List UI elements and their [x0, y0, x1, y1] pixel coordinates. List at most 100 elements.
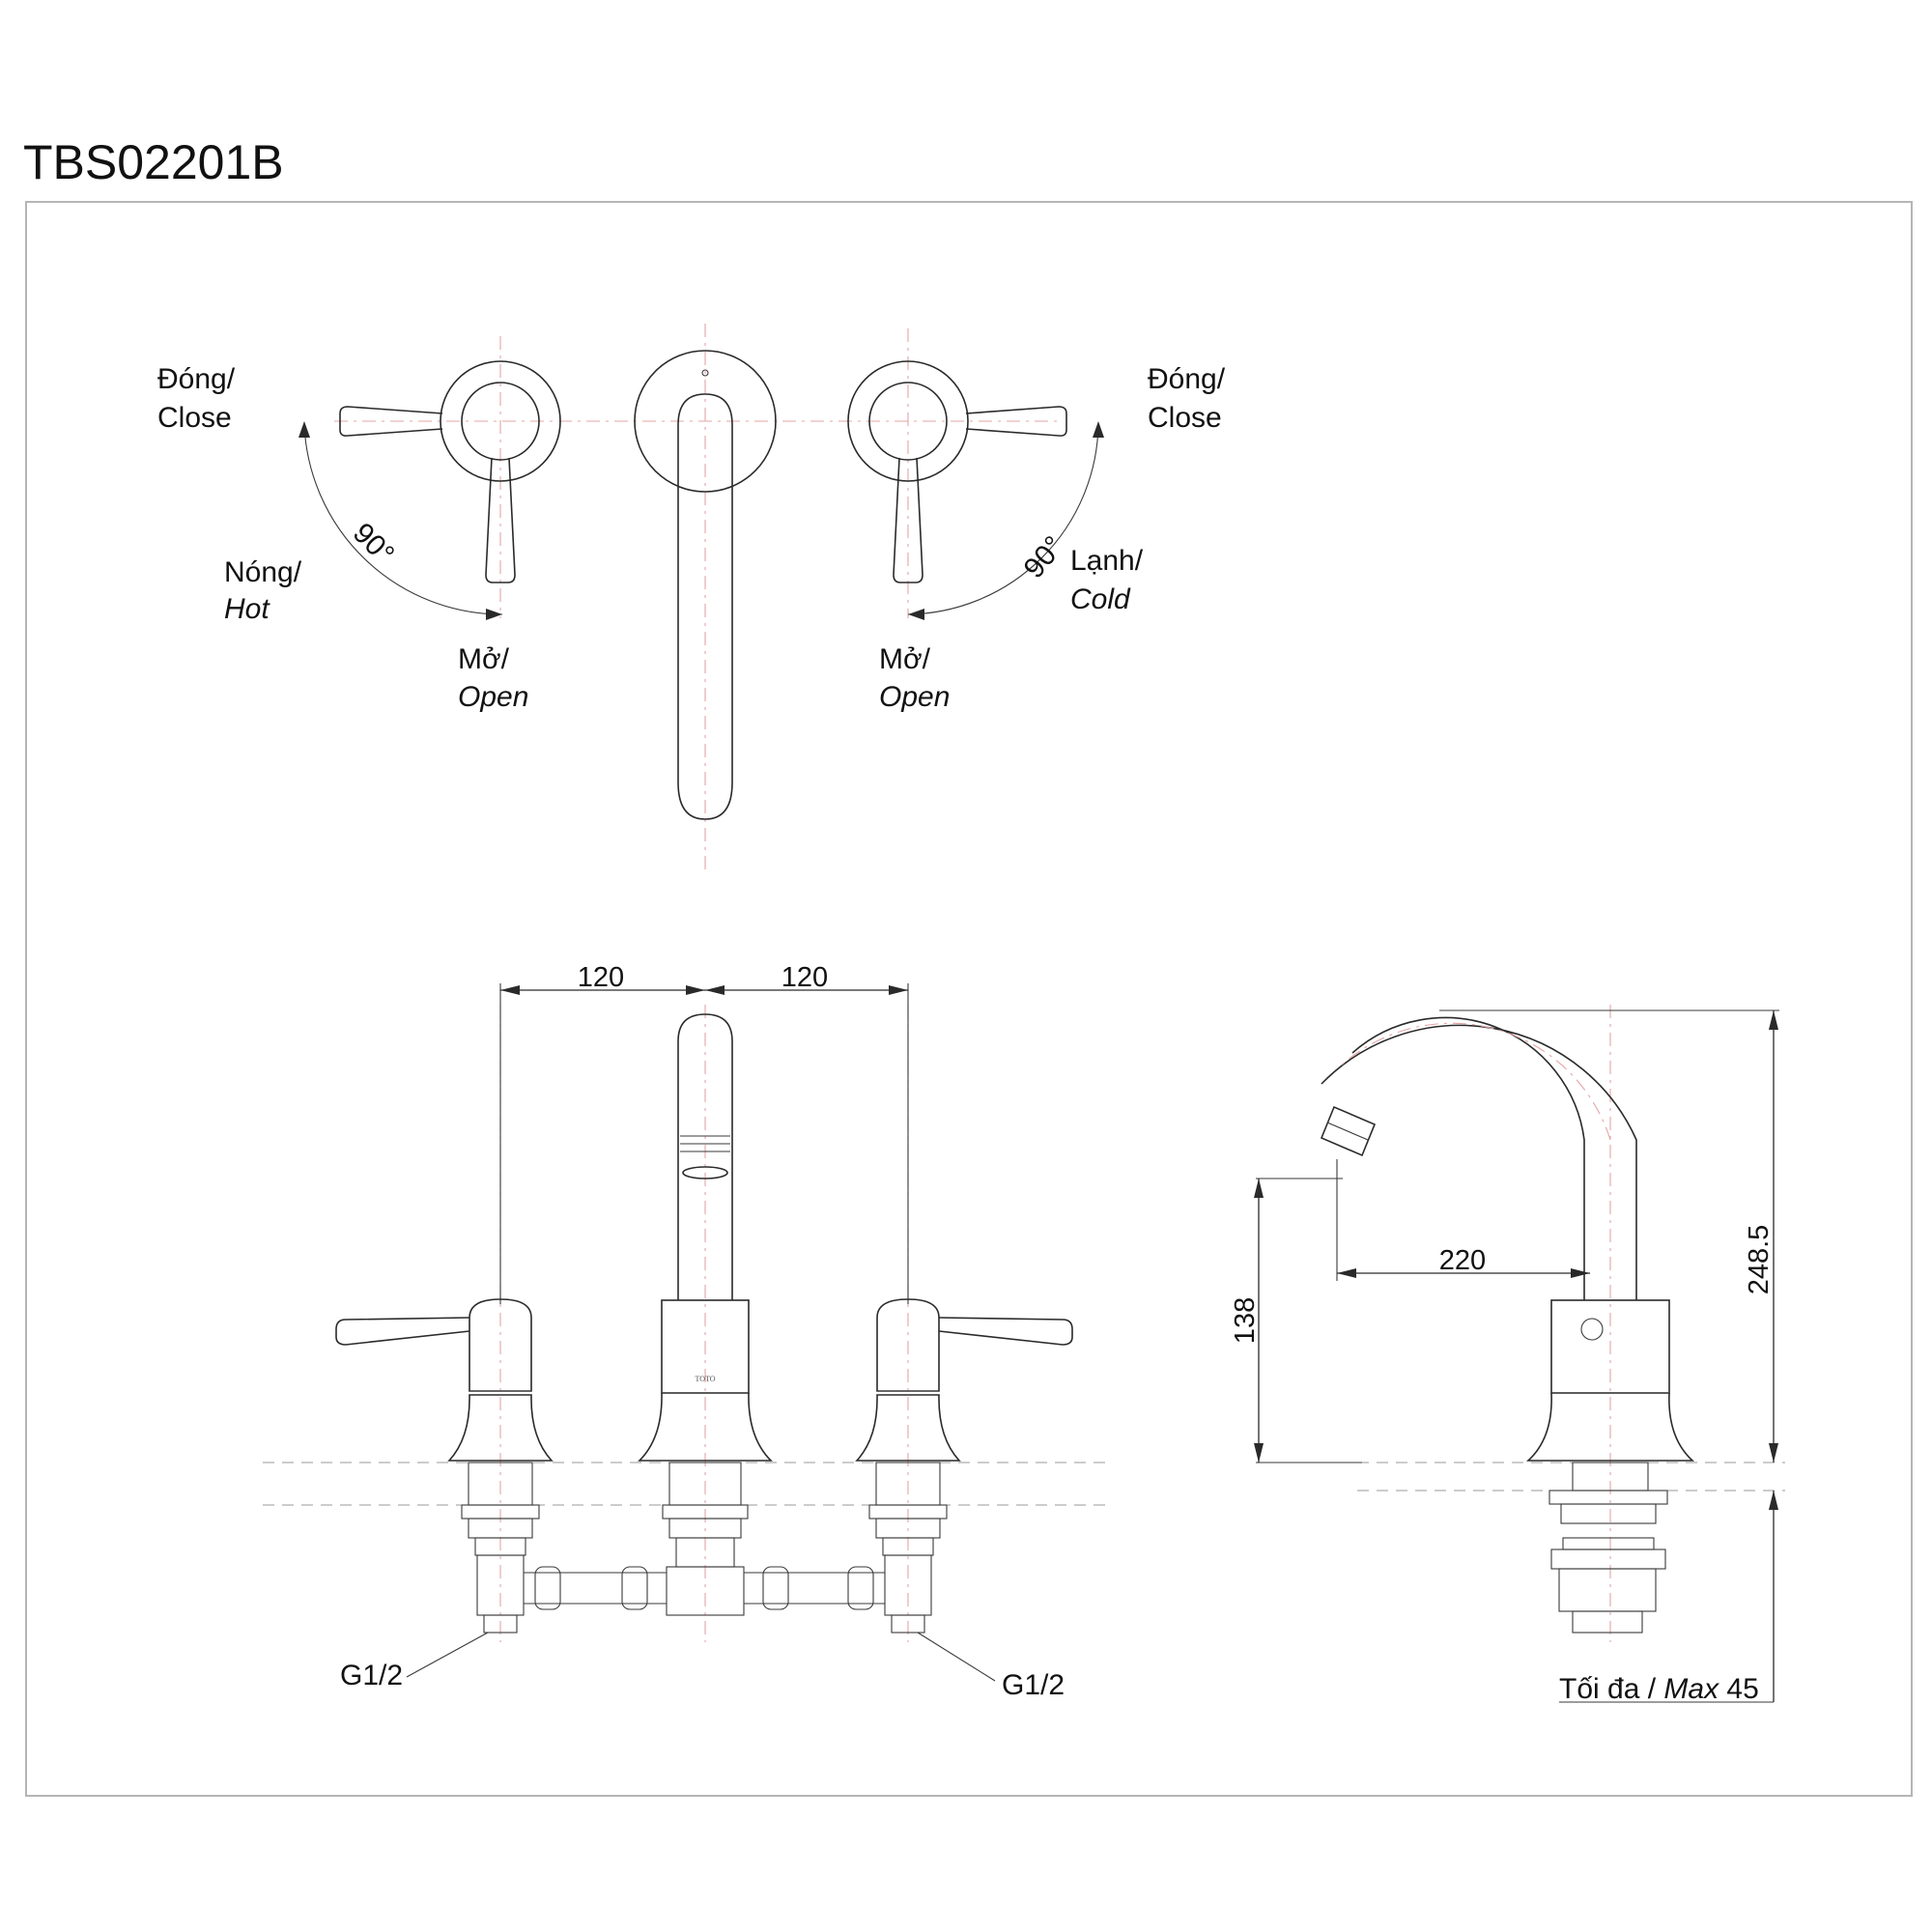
drawing-frame [25, 201, 1913, 1797]
cold-handle-body [876, 1298, 940, 1392]
spout-valve-body [666, 1566, 745, 1616]
dim-arrow [1769, 1491, 1778, 1510]
leader-left [406, 1632, 489, 1678]
pipe-fitting [534, 1566, 561, 1610]
connection-right-label: G1/2 [1002, 1669, 1065, 1701]
side-nut-2 [1560, 1503, 1657, 1524]
right-open-label-en: Open [879, 681, 950, 713]
aerator-side-line [1326, 1122, 1369, 1141]
hot-inlet-thread [483, 1614, 518, 1634]
dim-arrow [1337, 1268, 1356, 1278]
max-value: 45 [1719, 1673, 1759, 1705]
left-open-label-en: Open [458, 681, 528, 713]
cold-label-vi: Lạnh/ [1070, 545, 1144, 577]
connection-left-label: G1/2 [340, 1660, 403, 1691]
spout-arc-inner [1351, 1016, 1585, 1300]
hot-handle-front [335, 1298, 554, 1634]
pipe-fitting [621, 1566, 648, 1610]
side-inlet-thread [1572, 1610, 1643, 1634]
arc-arrow-up [298, 421, 310, 438]
hot-label-en: Hot [224, 593, 270, 625]
cold-escutcheon [847, 360, 969, 482]
left-close-label-vi: Đóng/ [157, 363, 236, 395]
dim-arrow [1571, 1268, 1590, 1278]
hot-lever-front [335, 1317, 470, 1346]
hot-rotation-arc [303, 424, 503, 615]
dim-left-spacing: 120 [578, 962, 624, 993]
side-body-hole [1580, 1318, 1604, 1341]
dim-reach: 220 [1439, 1245, 1486, 1276]
left-close-label-en: Close [157, 402, 232, 434]
dim-arrow [1769, 1010, 1778, 1030]
hot-handle-top [298, 360, 561, 620]
cold-lever-closed [965, 406, 1067, 437]
pipe-fitting [762, 1566, 789, 1610]
aerator-ribs [680, 1135, 730, 1152]
spout-top [634, 350, 777, 820]
spout-tube-front [677, 1013, 733, 1300]
spout-arc-centerline [1337, 1022, 1611, 1141]
hot-handle-hub [461, 382, 540, 461]
hot-escutcheon [440, 360, 561, 482]
cold-handle-top [847, 360, 1104, 620]
side-washer [1562, 1537, 1655, 1550]
dim-arrow [705, 985, 724, 995]
spout-front: TOTO [638, 1013, 773, 1616]
left-angle-label: 90° [347, 517, 400, 570]
connection-pipes [524, 1566, 885, 1610]
page-title: TBS02201B [23, 135, 284, 189]
hot-base-flare [447, 1394, 554, 1462]
front-view: 120 120 TOTO [263, 962, 1113, 1701]
dim-arrow [1254, 1179, 1264, 1198]
cold-label-en: Cold [1070, 583, 1131, 615]
spout-escutcheon [634, 350, 777, 493]
cold-rotation-arc [907, 424, 1099, 615]
pipe-fitting [847, 1566, 874, 1610]
arc-arrow-right [486, 609, 502, 620]
dim-arrow [1769, 1443, 1778, 1463]
right-open-label-vi: Mở/ [879, 643, 931, 675]
side-valve-body [1558, 1568, 1657, 1612]
dim-arrow [889, 985, 908, 995]
left-open-label-vi: Mở/ [458, 643, 510, 675]
dim-arrow [500, 985, 520, 995]
spout-base-flare [638, 1392, 773, 1462]
cold-lever-open [893, 457, 923, 583]
top-view: Đóng/ Close 90° Nóng/ Hot Mở/ Open Đóng/… [157, 324, 1226, 874]
hot-handle-body [469, 1298, 532, 1392]
side-valve-top [1550, 1548, 1666, 1570]
right-close-label-vi: Đóng/ [1148, 363, 1226, 395]
aerator-side [1320, 1105, 1377, 1157]
aerator-outlet [682, 1166, 728, 1179]
side-base-flare [1525, 1392, 1695, 1462]
dim-arrow [1254, 1443, 1264, 1463]
hot-lever-closed [339, 406, 443, 437]
arc-arrow-up [1093, 421, 1104, 438]
spout-tip-top [677, 781, 733, 820]
right-angle-label: 90° [1018, 530, 1070, 584]
max-label-en: Max [1663, 1673, 1719, 1705]
cold-handle-front [855, 1298, 1073, 1634]
side-nut-1 [1548, 1490, 1668, 1505]
spout-set-screw [701, 369, 709, 377]
dim-total-height: 248.5 [1744, 1225, 1775, 1295]
cold-handle-hub [868, 382, 948, 461]
toto-logo: TOTO [695, 1375, 715, 1383]
leader-right [917, 1632, 996, 1682]
cold-base-flare [855, 1394, 961, 1462]
dim-right-spacing: 120 [781, 962, 828, 993]
spout-arc-outer [1321, 1024, 1637, 1300]
side-view: 248.5 138 220 Tối đa / Max 45 [1230, 1005, 1785, 1705]
hot-lever-open [485, 457, 516, 583]
cold-lever-front [938, 1317, 1073, 1346]
hot-label-vi: Nóng/ [224, 556, 302, 588]
spout-body-top [677, 393, 733, 782]
arc-arrow-left [908, 609, 924, 620]
max-label-vi: Tối đa / [1559, 1673, 1663, 1705]
right-close-label-en: Close [1148, 402, 1222, 434]
max-thickness-label: Tối đa / Max 45 [1559, 1673, 1759, 1705]
dim-spout-height: 138 [1230, 1297, 1261, 1344]
cold-inlet-thread [891, 1614, 925, 1634]
dim-arrow [686, 985, 705, 995]
